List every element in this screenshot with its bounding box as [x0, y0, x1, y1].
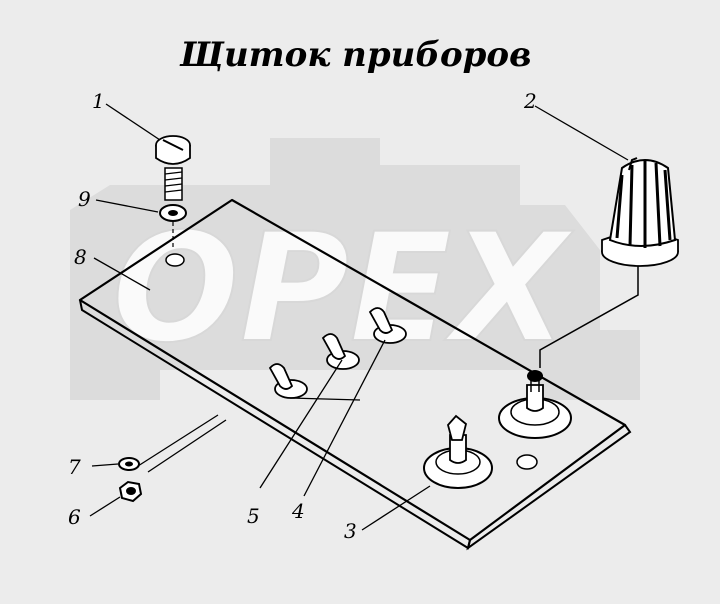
- callout-3: 3: [344, 519, 357, 543]
- diagram-title: Щиток приборов: [179, 35, 531, 75]
- switch-right: [498, 370, 572, 439]
- leader-lines: [89, 103, 629, 531]
- callout-4: 4: [291, 499, 305, 523]
- callout-2: 2: [523, 89, 537, 113]
- callout-6: 6: [68, 505, 81, 529]
- washer-part: [159, 204, 187, 248]
- callout-5: 5: [247, 504, 260, 528]
- callout-8: 8: [74, 245, 87, 269]
- mounting-hole: [165, 253, 185, 267]
- washer-part-7: [118, 457, 140, 471]
- nut-part: [118, 480, 143, 503]
- knob-part: [539, 157, 679, 368]
- watermark-logo: OPEX: [70, 138, 640, 400]
- callout-9: 9: [78, 187, 91, 211]
- panel-hole: [516, 454, 538, 470]
- watermark-text: OPEX: [112, 202, 574, 376]
- panel-plate: [78, 198, 632, 551]
- screw-part: [155, 135, 191, 201]
- switch-3: [423, 414, 493, 489]
- toggle-switches: [268, 307, 407, 399]
- callout-1: 1: [92, 89, 105, 113]
- callout-7: 7: [68, 455, 81, 479]
